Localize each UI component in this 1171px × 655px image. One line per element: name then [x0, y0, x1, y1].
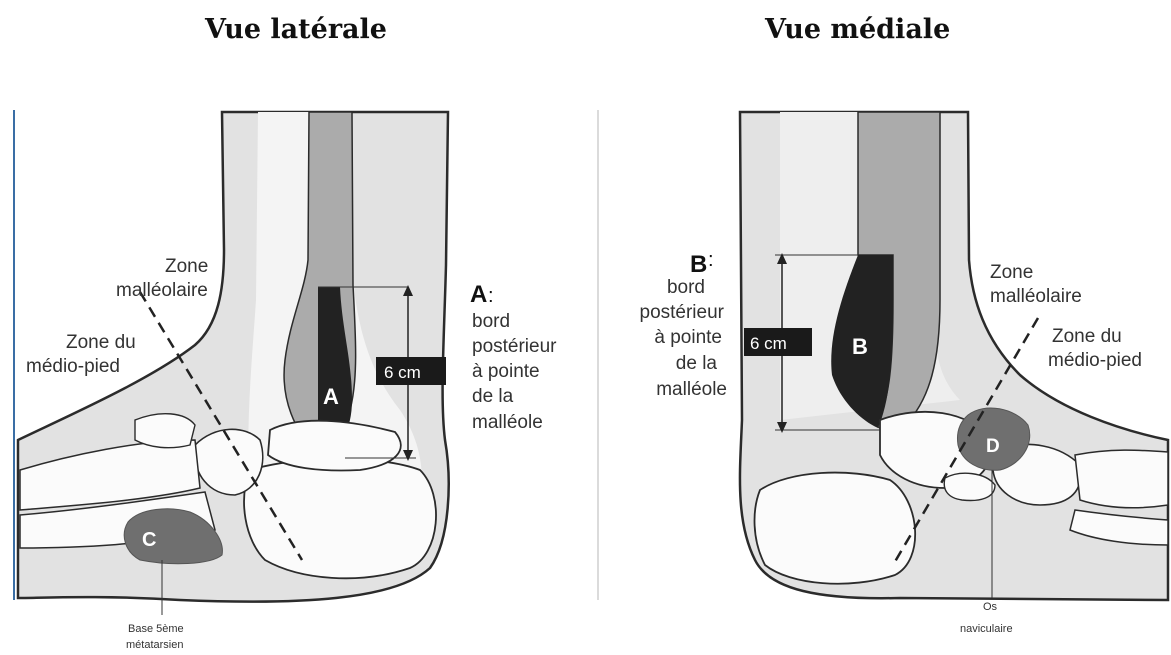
lateral-legend-line2: postérieur — [472, 336, 557, 357]
lateral-zone-malleolaire-line2: malléolaire — [116, 280, 208, 301]
medial-metatarsal — [1075, 450, 1168, 508]
medial-calcaneus — [755, 473, 916, 584]
medial-measure-text: 6 cm — [750, 334, 787, 353]
medial-legend-line2: postérieur — [640, 302, 725, 323]
lateral-zone-malleolaire-line1: Zone — [165, 256, 208, 277]
lateral-legend-colon: : — [488, 285, 494, 307]
os-label-line1: Os — [983, 601, 998, 613]
medial-legend-letter: B — [690, 251, 707, 278]
base-label-line1: Base 5ème — [128, 623, 184, 635]
lateral-legend-line5: malléole — [472, 412, 543, 433]
lateral-legend-letter: A — [470, 281, 487, 308]
lateral-zone-medio-pied-line2: médio-pied — [26, 356, 120, 377]
medial-zone-malleolaire-line1: Zone — [990, 262, 1033, 283]
base-label-line2: métatarsien — [126, 639, 183, 651]
lateral-legend-line4: de la — [472, 386, 514, 407]
lateral-calcaneus — [244, 459, 436, 579]
zone-d-label: D — [986, 436, 1000, 457]
medial-zone-medio-pied-line1: Zone du — [1052, 326, 1122, 347]
lateral-legend-line3: à pointe — [472, 361, 540, 382]
medial-legend-line3: à pointe — [654, 327, 722, 348]
lateral-cuneiform — [135, 414, 195, 448]
lateral-talus — [268, 421, 401, 471]
zone-a-label: A — [323, 384, 339, 409]
lateral-measure-text: 6 cm — [384, 363, 421, 382]
medial-legend-colon: : — [708, 249, 714, 271]
os-label-line2: naviculaire — [960, 623, 1013, 635]
zone-c-label: C — [142, 529, 156, 551]
medial-zone-malleolaire-line2: malléolaire — [990, 286, 1082, 307]
medial-zone-medio-pied-line2: médio-pied — [1048, 350, 1142, 371]
lateral-legend-line1: bord — [472, 311, 510, 332]
lateral-zone-medio-pied-line1: Zone du — [66, 332, 136, 353]
medial-legend-line4: de la — [676, 353, 718, 374]
medial-legend-line5: malléole — [656, 379, 727, 400]
zone-b-label: B — [852, 334, 868, 359]
medial-legend-line1: bord — [667, 277, 705, 298]
